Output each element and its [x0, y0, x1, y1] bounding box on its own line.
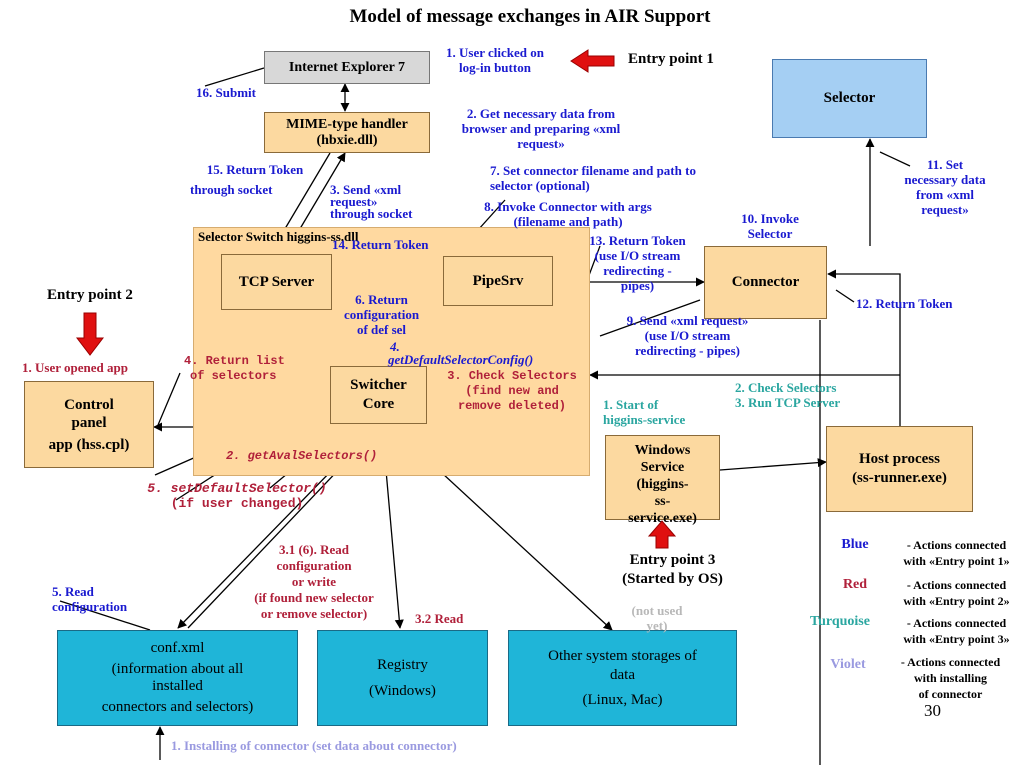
other-storage-box: Other system storages of data (Linux, Ma…	[508, 630, 737, 726]
control-panel-label-1: Control	[64, 396, 114, 413]
pipesrv-label: PipeSrv	[472, 272, 524, 289]
entry-point-2: Entry point 2	[47, 287, 133, 303]
connector-label: Connector	[731, 274, 800, 290]
registry-box: Registry (Windows)	[317, 630, 488, 726]
windows-service-label-2: Service	[640, 460, 685, 475]
legend-red-name: Red	[842, 577, 868, 592]
pipesrv-box: PipeSrv	[443, 256, 553, 306]
connector-box: Connector	[704, 246, 827, 319]
entry-point-3-title: Entry point 3	[629, 552, 716, 568]
tcp-server-label: TCP Server	[238, 273, 315, 290]
conf-xml-label-1: conf.xml	[150, 640, 205, 656]
other-storage-label-3: (Linux, Mac)	[582, 691, 663, 708]
label-2-getaval: 2. getAvalSelectors()	[226, 449, 378, 463]
entry-point-1: Entry point 1	[628, 51, 714, 67]
windows-service-label-3: (higgins-	[636, 477, 689, 492]
legend-turquoise-name: Turquoise	[810, 614, 870, 629]
conf-xml-box: conf.xml (information about all installe…	[57, 630, 298, 726]
other-storage-label-2: data	[610, 666, 635, 683]
entry-point-3-sub: (Started by OS)	[622, 571, 723, 587]
selector-label: Selector	[823, 90, 876, 106]
mime-handler-box: MIME-type handler (hbxie.dll)	[264, 112, 430, 153]
legend-blue-name: Blue	[841, 537, 869, 552]
host-process-box: Host process (ss-runner.exe)	[826, 426, 973, 512]
registry-label-2: (Windows)	[369, 683, 436, 699]
registry-label-1: Registry	[377, 657, 428, 673]
selector-box: Selector	[772, 59, 927, 138]
entry-point-3: Entry point 3 (Started by OS)	[610, 551, 735, 589]
label-12-return-token: 12. Return Token	[856, 296, 953, 311]
windows-service-label-4: ss-	[654, 494, 671, 509]
label-14-return-token: 14. Return Token	[332, 237, 429, 252]
mime-handler-label: MIME-type handler	[286, 116, 408, 132]
switcher-core-label-2: Core	[362, 396, 395, 412]
selector-switch-label: Selector Switch higgins-ss.dll	[198, 229, 359, 244]
label-1-user-opened: 1. User opened app	[22, 360, 128, 375]
windows-service-label-5: service.exe)	[628, 511, 697, 526]
slide-number: 30	[924, 701, 941, 720]
entry-arrow-1-icon	[570, 49, 615, 73]
windows-service-box: Windows Service (higgins- ss- service.ex…	[605, 435, 720, 526]
host-process-label-1: Host process	[859, 451, 940, 467]
entry-arrow-2-icon	[75, 312, 105, 356]
windows-service-label-1: Windows	[634, 443, 691, 458]
host-process-label-2: (ss-runner.exe)	[852, 470, 947, 486]
label-32-read: 3.2 Read	[415, 611, 464, 626]
label-4-getdefault: 4.getDefaultSelectorConfig()	[388, 339, 534, 367]
control-panel-label-2: panel	[71, 414, 107, 431]
internet-explorer-box: Internet Explorer 7	[264, 51, 430, 84]
entry-arrow-3-icon	[647, 520, 677, 549]
switcher-core-label-1: Switcher	[350, 377, 407, 393]
internet-explorer-label: Internet Explorer 7	[288, 59, 406, 75]
conf-xml-label-4: connectors and selectors)	[101, 699, 254, 715]
mime-handler-dll: (hbxie.dll)	[316, 132, 378, 148]
conf-xml-label-3: installed	[152, 678, 203, 694]
switcher-core-box: Switcher Core	[330, 366, 427, 424]
other-storage-label-1: Other system storages of	[548, 647, 697, 664]
control-panel-box: Control panel app (hss.cpl)	[24, 381, 154, 468]
label-5-setdefault: 5. setDefaultSelector()(if user changed)	[147, 481, 327, 511]
label-1-installing: 1. Installing of connector (set data abo…	[171, 738, 457, 753]
page-title: Model of message exchanges in AIR Suppor…	[349, 6, 711, 27]
control-panel-label-3: app (hss.cpl)	[48, 436, 130, 453]
label-16-submit: 16. Submit	[196, 85, 256, 100]
legend-violet-name: Violet	[830, 657, 866, 672]
conf-xml-label-2: (information about all	[111, 661, 244, 677]
tcp-server-box: TCP Server	[221, 254, 332, 310]
label-8-invoke-connector: 8. Invoke Connector with args(filename a…	[484, 199, 652, 229]
